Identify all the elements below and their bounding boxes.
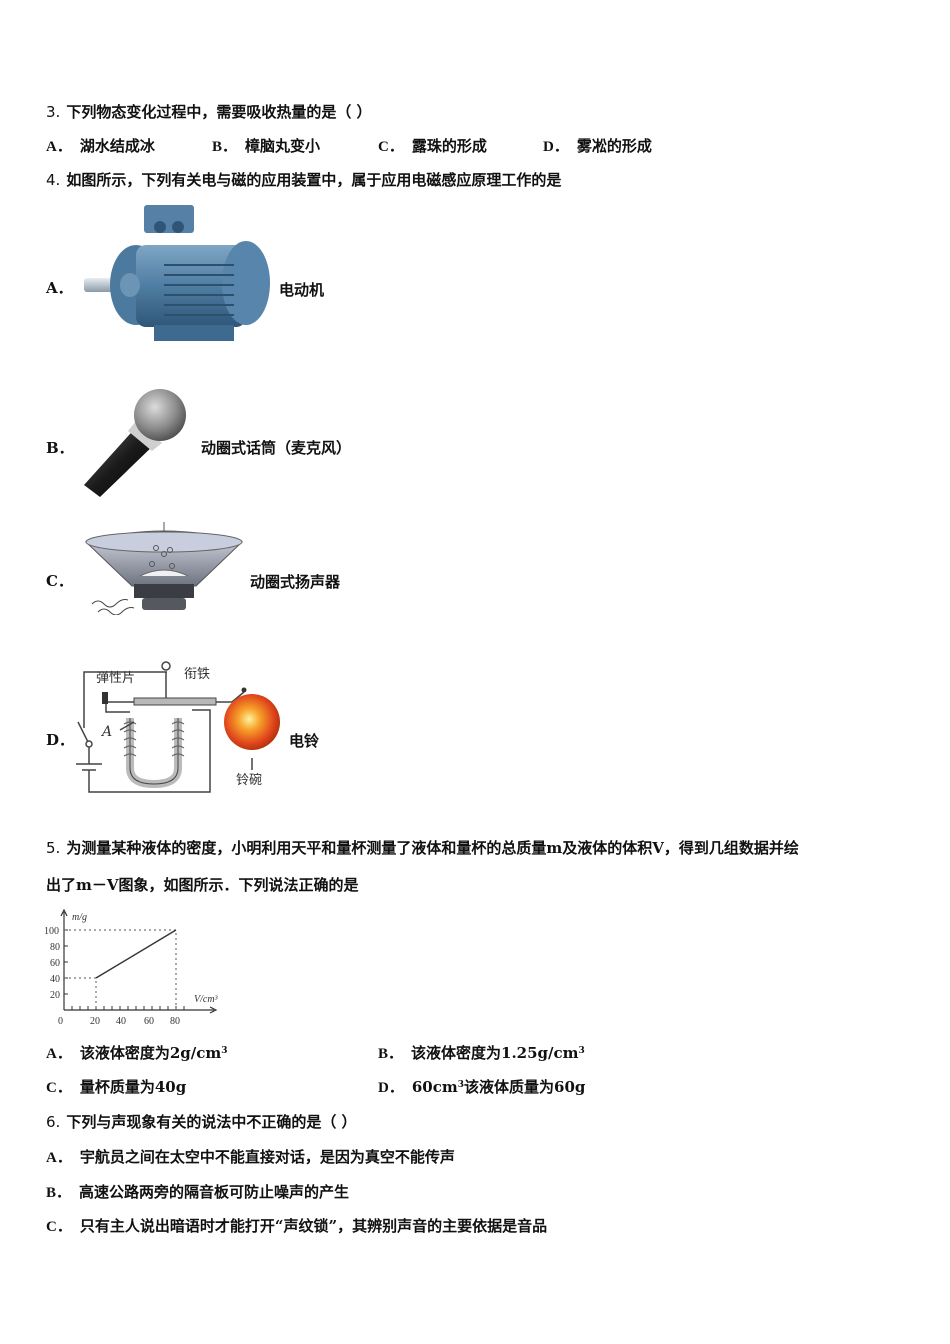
m-v-chart: m/g V/cm³ 100 80 60 40 20 0 20 40 60 80 bbox=[42, 906, 238, 1028]
svg-text:20: 20 bbox=[90, 1016, 100, 1027]
question-5-stem-line-1: 5.为测量某种液体的密度，小明利用天平和量杯测量了液体和量杯的总质量m及液体的体… bbox=[46, 839, 799, 857]
svg-text:60: 60 bbox=[144, 1016, 154, 1027]
q4-option-b-caption: 动圈式话筒（麦克风） bbox=[201, 439, 352, 457]
q4-option-a-caption: 电动机 bbox=[279, 281, 325, 299]
svg-text:80: 80 bbox=[170, 1016, 180, 1027]
q3-option-a: A．湖水结成冰 bbox=[46, 137, 155, 155]
loudspeaker-icon bbox=[84, 520, 244, 616]
q6-option-c: C．只有主人说出暗语时才能打开“声纹锁”，其辨别声音的主要依据是音品 bbox=[46, 1217, 548, 1235]
x-axis-label: V/cm³ bbox=[194, 994, 219, 1005]
q4-option-c-letter: C． bbox=[46, 572, 73, 590]
svg-text:60: 60 bbox=[50, 958, 60, 969]
q4-option-d-caption: 电铃 bbox=[289, 732, 320, 750]
svg-text:100: 100 bbox=[44, 926, 59, 937]
spring-label: 弹性片 bbox=[96, 671, 135, 686]
question-6-stem: 6.下列与声现象有关的说法中不正确的是（ ） bbox=[46, 1113, 357, 1131]
q5-option-d: D．60cm3该液体质量为60g bbox=[378, 1078, 586, 1096]
gong-label: 铃碗 bbox=[236, 772, 262, 788]
svg-text:20: 20 bbox=[50, 990, 60, 1001]
q4-option-c-caption: 动圈式扬声器 bbox=[250, 573, 341, 591]
electric-motor-icon bbox=[84, 205, 276, 345]
q3-option-c: C．露珠的形成 bbox=[378, 137, 487, 155]
question-5-stem-line-2: 出了m－V图象，如图所示．下列说法正确的是 bbox=[46, 876, 359, 894]
q5-option-b: B．该液体密度为1.25g/cm3 bbox=[378, 1044, 585, 1062]
q3-option-d: D．雾凇的形成 bbox=[543, 137, 652, 155]
core-label: A bbox=[100, 724, 112, 740]
q4-option-b-letter: B． bbox=[46, 439, 74, 457]
electric-bell-icon: 弹性片 衔铁 A 铃碗 bbox=[72, 658, 287, 796]
q6-option-b: B．高速公路两旁的隔音板可防止噪声的产生 bbox=[46, 1183, 350, 1201]
microphone-icon bbox=[80, 385, 190, 500]
armature-label: 衔铁 bbox=[184, 667, 210, 682]
question-number: 3. bbox=[46, 103, 61, 121]
question-4-stem: 4.如图所示，下列有关电与磁的应用装置中，属于应用电磁感应原理工作的是 bbox=[46, 171, 562, 189]
q5-option-c: C．量杯质量为40g bbox=[46, 1078, 187, 1096]
question-3-stem: 3.下列物态变化过程中，需要吸收热量的是（ ） bbox=[46, 103, 372, 121]
q3-option-b: B．樟脑丸变小 bbox=[212, 137, 321, 155]
q5-option-a: A．该液体密度为2g/cm3 bbox=[46, 1044, 228, 1062]
q6-option-a: A．宇航员之间在太空中不能直接对话，是因为真空不能传声 bbox=[46, 1148, 455, 1166]
svg-text:40: 40 bbox=[116, 1016, 126, 1027]
q4-option-a-letter: A． bbox=[46, 279, 73, 297]
svg-text:40: 40 bbox=[50, 974, 60, 985]
q4-option-d-letter: D． bbox=[46, 731, 75, 749]
svg-text:80: 80 bbox=[50, 942, 60, 953]
svg-text:0: 0 bbox=[58, 1016, 63, 1027]
y-axis-label: m/g bbox=[72, 912, 87, 923]
